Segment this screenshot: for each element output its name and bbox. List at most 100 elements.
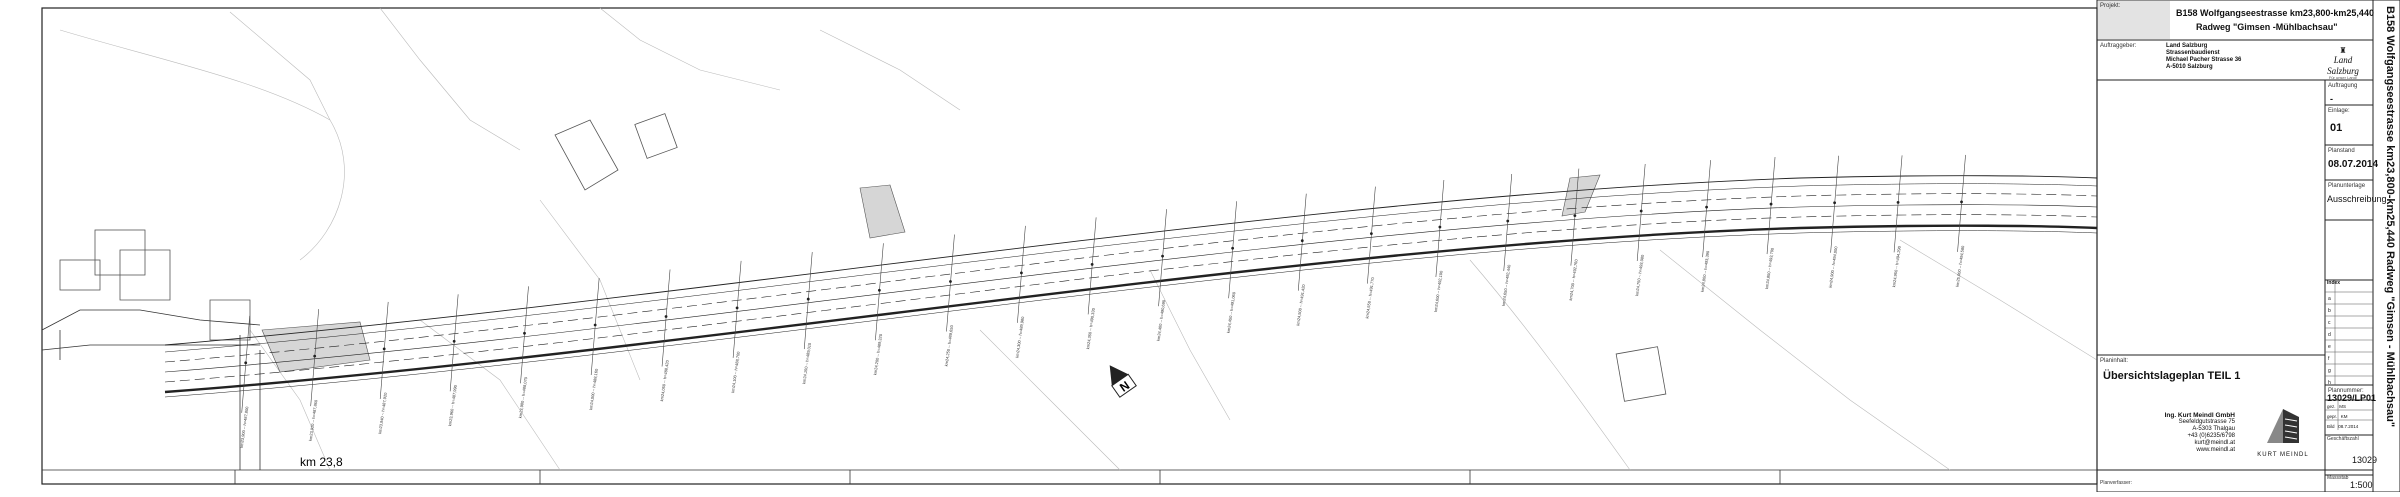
station-point: [1960, 200, 1963, 204]
meindl-logo-icon: [2267, 409, 2299, 443]
client-address: Land Salzburg Strassenbaudienst Michael …: [2166, 43, 2241, 71]
station-point: [1639, 209, 1643, 213]
station-tick: [946, 234, 955, 332]
north-arrow: N: [1109, 365, 1137, 398]
hatched-areas: [261, 174, 1601, 373]
planverfasser-label: Planverfasser:: [2100, 480, 2132, 486]
geschaeftszahl-value: 13029: [2352, 455, 2378, 465]
station-label: km24,000 -- h=488,160: [588, 368, 599, 411]
station-point: [1769, 202, 1773, 206]
station-point: [523, 331, 526, 335]
station-label: km24,800 -- h=493,390: [1700, 250, 1711, 293]
station-label: km24,550 -- h=491,770: [1364, 276, 1375, 319]
station-point: [593, 323, 597, 327]
station-label: km24,250 -- h=489,650: [943, 324, 954, 367]
massstab-label: Massstab: [2327, 475, 2349, 481]
station-point: [1161, 254, 1164, 258]
auftrag-label: Auftragung: [2328, 83, 2358, 89]
station-point: [949, 280, 952, 283]
planstand-value: 08.07.2014: [2328, 159, 2379, 170]
station-tick: [379, 301, 389, 399]
station-point: [1573, 214, 1577, 218]
index-row: b: [2328, 308, 2331, 314]
station-label: km24,850 -- h=493,700: [1764, 247, 1775, 290]
km-label: km 23,8: [300, 455, 343, 469]
company-line: kurt@meindl.at: [2194, 440, 2235, 447]
project-title-line1: B158 Wolfgangseestrasse km23,800-km25,44…: [2176, 8, 2374, 18]
station-tick: [1435, 179, 1445, 278]
station-point: [735, 306, 739, 310]
station-point: [452, 339, 456, 343]
station-tick: [1766, 157, 1776, 255]
station-tick: [310, 309, 319, 407]
station-tick: [1702, 160, 1711, 258]
left-road-stub: [41, 309, 261, 470]
index-row: c: [2328, 320, 2331, 326]
station-point: [1896, 200, 1900, 204]
planinhalt-value: Übersichtslageplan TEIL 1: [2103, 370, 2241, 382]
station-label: km24,900 -- h=494,000: [1828, 245, 1839, 288]
client-line: A-5010 Salzburg: [2166, 63, 2213, 70]
einlage-label: Einlage:: [2328, 108, 2350, 114]
project-label: Projekt:: [2100, 3, 2121, 9]
station-tick: [732, 260, 742, 358]
sign-row: Bild 08.7.2014: [2327, 424, 2359, 429]
station-point: [1231, 246, 1235, 250]
vertical-title: B158 Wolfgangseestrasse km23,800-km25,44…: [2384, 6, 2396, 428]
station-cross-sections: km23,900 -- h=487,800 km23,920 -- h=487,8…: [239, 154, 1966, 448]
kurt-meindl-logo: KURT MEINDL: [2248, 405, 2318, 459]
station-label: km23,960 -- h=487,990: [447, 384, 458, 427]
station-tick: [1297, 193, 1307, 291]
station-tick: [803, 252, 813, 350]
station-point: [1705, 205, 1708, 209]
company-name: Ing. Kurt Meindl GmbH: [2164, 412, 2235, 419]
company-line: www.meindl.at: [2196, 447, 2235, 454]
index-list: a b c d e f g h: [2328, 293, 2331, 389]
station-tick: [1503, 173, 1513, 272]
company-line: Seefeldgutstrasse 75: [2178, 419, 2235, 426]
index-row: g: [2328, 368, 2331, 374]
index-label: Index: [2327, 280, 2341, 286]
bottom-strip-dividers: [234, 470, 1781, 484]
station-tick: [1228, 201, 1237, 299]
logo-land-sub: Für unser Land!: [2328, 74, 2358, 80]
drawing-frame: [41, 7, 2098, 485]
station-label: km24,400 -- h=490,690: [1156, 299, 1167, 342]
station-tick: [1367, 186, 1376, 284]
sign-row: gez. MS: [2327, 404, 2347, 409]
index-row: h: [2328, 380, 2331, 386]
index-row: e: [2328, 344, 2331, 350]
station-point: [1506, 219, 1510, 223]
auftrag-value: -: [2330, 94, 2333, 104]
station-tick: [449, 294, 459, 392]
parcel-lines: [59, 7, 2098, 471]
station-label: km24,450 -- h=491,060: [1226, 291, 1237, 334]
company-line: +43 (0)6235/6798: [2187, 433, 2235, 440]
station-label: km25,000 -- h=494,580: [1955, 245, 1966, 288]
station-label: km23,900 -- h=487,800: [239, 405, 250, 448]
station-label: km24,650 -- h=492,440: [1501, 264, 1512, 307]
station-tick: [1830, 155, 1839, 253]
client-line: Land Salzburg: [2166, 43, 2208, 49]
station-label: km24,700 -- h=492,760: [1568, 258, 1579, 301]
crest-icon: ♜: [2339, 46, 2347, 55]
logo-land-text: Land Salzburg: [2327, 55, 2359, 76]
station-point: [244, 361, 248, 365]
station-point: [1020, 271, 1023, 275]
station-point: [1090, 262, 1094, 266]
client-line: Michael Pacher Strasse 36: [2166, 56, 2242, 63]
station-point: [877, 288, 881, 292]
station-point: [1833, 201, 1837, 205]
station-point: [313, 354, 317, 358]
planunterlage-value: Ausschreibung: [2327, 194, 2387, 204]
company-line: A-5303 Thalgau: [2192, 426, 2235, 433]
project-title-line2: Radweg "Gimsen -Mühlbachsau": [2196, 22, 2338, 32]
plannummer-label: Plannummer:: [2328, 388, 2364, 394]
client-line: Strassenbaudienst: [2166, 49, 2220, 56]
station-tick: [1017, 225, 1026, 323]
station-tick: [1570, 168, 1580, 266]
einlage-value: 01: [2330, 122, 2343, 134]
station-tick: [241, 315, 251, 413]
station-label: km23,920 -- h=487,860: [308, 399, 319, 442]
